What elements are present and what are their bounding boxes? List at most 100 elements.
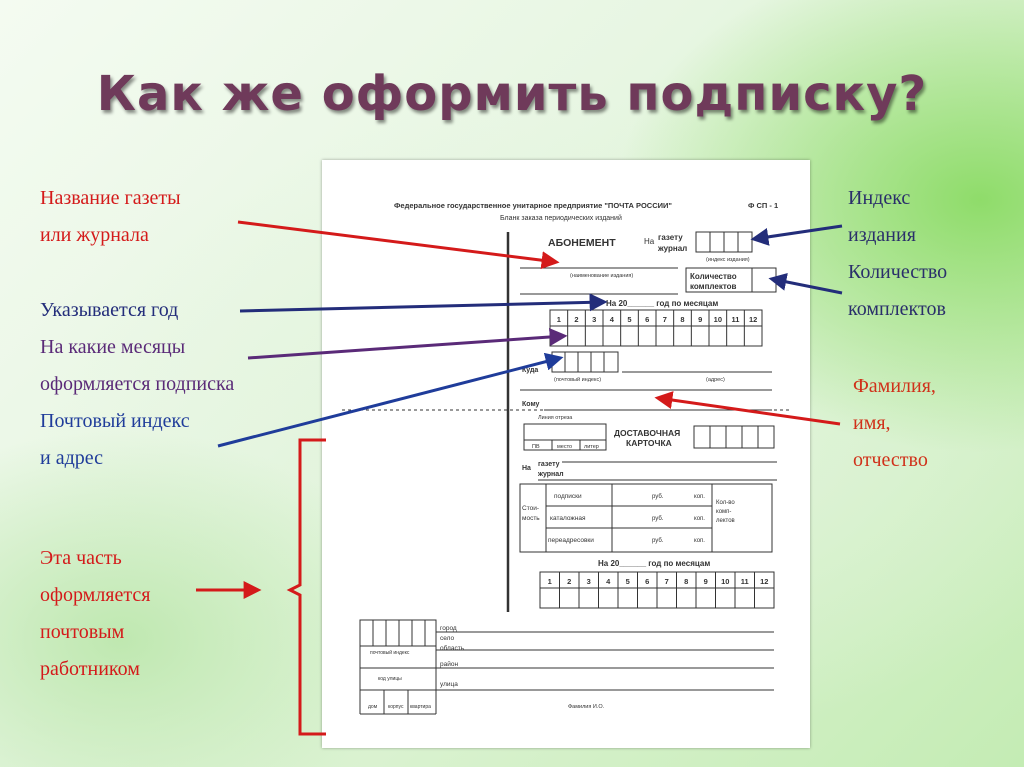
form-gorod: город — [440, 625, 457, 632]
form-kolvo-3: лектов — [716, 518, 735, 524]
month-number: 1 — [548, 577, 552, 586]
form-cost-row-2: каталожная — [550, 515, 586, 522]
label-line: Название газеты — [40, 187, 181, 209]
form-gazetu: газету — [658, 233, 683, 242]
form-dom: дом — [368, 704, 378, 710]
form-gazetu-2: газету — [538, 461, 560, 468]
form-cost-row-3: переадресовки — [548, 537, 594, 544]
form-subtitle: Бланк заказа периодических изданий — [500, 214, 622, 222]
form-abonement: АБОНЕМЕНТ — [548, 237, 616, 249]
form-kod-ulitsy: код улицы — [378, 676, 402, 682]
form-fio-caption: Фамилия И.О. — [568, 704, 605, 710]
label-postal-worker: Эта часть оформляется почтовым работнико… — [40, 540, 150, 688]
label-line: работником — [40, 658, 140, 680]
form-na: На — [644, 237, 655, 246]
form-liter: литер — [584, 444, 599, 450]
month-number: 8 — [684, 577, 688, 586]
month-number: 9 — [698, 315, 702, 324]
month-number: 3 — [592, 315, 596, 324]
month-number: 5 — [626, 577, 630, 586]
label-line: почтовым — [40, 621, 125, 643]
month-number: 12 — [760, 577, 768, 586]
form-postal-index-caption-2: почтовый индекс — [370, 649, 410, 656]
form-korpus: корпус — [388, 704, 404, 710]
form-stoimost-2: мость — [522, 515, 540, 522]
month-number: 4 — [606, 577, 611, 586]
form-selo: село — [440, 635, 455, 642]
form-oblast: область — [440, 644, 465, 652]
form-kolvo-2: комп- — [716, 509, 731, 515]
label-fio: Фамилия, имя, отчество — [853, 368, 936, 479]
form-delivery-card-2: КАРТОЧКА — [626, 438, 672, 448]
month-number: 12 — [749, 315, 757, 324]
month-number: 11 — [732, 315, 740, 324]
label-line: На какие месяцы — [40, 336, 186, 358]
form-name-caption: (наименование издания) — [570, 273, 633, 279]
month-number: 7 — [663, 315, 667, 324]
form-index-caption: (индекс издания) — [706, 257, 750, 263]
form-zhurnal: журнал — [657, 244, 687, 253]
form-year-line-2: На 20______ год по месяцам — [598, 559, 710, 568]
form-code: Ф СП - 1 — [748, 201, 778, 210]
form-kop-1: коп. — [694, 494, 705, 500]
form-postal-index-caption: (почтовый индекс) — [554, 376, 601, 383]
label-line: комплектов — [848, 298, 946, 320]
form-rub-2: руб. — [652, 516, 664, 522]
label-line: оформляется подписка — [40, 373, 235, 395]
month-number: 11 — [741, 577, 749, 586]
form-year-line: На 20______ год по месяцам — [606, 299, 718, 308]
form-kolichestvo: Количество — [690, 272, 737, 281]
form-na-2: На — [522, 465, 531, 472]
form-zhurnal-2: журнал — [537, 471, 564, 478]
form-kuda: Куда — [522, 367, 538, 374]
form-komplektov: комплектов — [690, 282, 737, 291]
month-number: 8 — [680, 315, 684, 324]
month-number: 2 — [574, 315, 578, 324]
label-index: Индекс издания — [848, 180, 916, 254]
form-kop-2: коп. — [694, 516, 705, 522]
label-year: Указывается год — [40, 299, 179, 321]
label-line: или журнала — [40, 224, 149, 246]
month-number: 10 — [721, 577, 729, 586]
form-cut-line: Линия отреза — [538, 415, 573, 421]
label-months: На какие месяцы оформляется подписка — [40, 329, 234, 403]
form-address-caption: (адрес) — [706, 377, 725, 383]
form-mesto: место — [557, 444, 572, 450]
month-number: 10 — [714, 315, 722, 324]
label-line: и адрес — [40, 447, 104, 469]
bracket-postal-worker — [286, 438, 326, 736]
month-number: 9 — [704, 577, 708, 586]
form-org-header: Федеральное государственное унитарное пр… — [394, 201, 672, 210]
month-number: 5 — [627, 315, 631, 324]
month-number: 6 — [645, 577, 649, 586]
month-number: 6 — [645, 315, 649, 324]
form-delivery-card-1: ДОСТАВОЧНАЯ — [614, 428, 680, 438]
month-number: 2 — [567, 577, 571, 586]
label-address: Почтовый индекс и адрес — [40, 403, 190, 477]
form-rub-1: руб. — [652, 494, 664, 500]
form-cost-row-1: подписки — [554, 493, 582, 500]
form-ulitsa: улица — [440, 681, 458, 688]
form-pv: ПВ — [532, 444, 540, 450]
form-rub-3: руб. — [652, 538, 664, 544]
label-line: оформляется — [40, 584, 151, 606]
form-kop-3: коп. — [694, 538, 705, 544]
form-stoimost-1: Стои- — [522, 505, 539, 512]
label-line: издания — [848, 224, 916, 246]
month-number: 7 — [665, 577, 669, 586]
label-line: Количество — [848, 261, 948, 283]
form-komu: Кому — [522, 401, 540, 408]
label-line: Фамилия, — [853, 375, 936, 397]
form-kvartira: квартира — [410, 704, 431, 710]
slide-title: Как же оформить подписку? — [96, 66, 928, 122]
label-line: Индекс — [848, 187, 911, 209]
label-line: имя, — [853, 412, 891, 434]
label-quantity: Количество комплектов — [848, 254, 947, 328]
label-line: Эта часть — [40, 547, 122, 569]
month-number: 4 — [610, 315, 615, 324]
month-number: 1 — [557, 315, 561, 324]
